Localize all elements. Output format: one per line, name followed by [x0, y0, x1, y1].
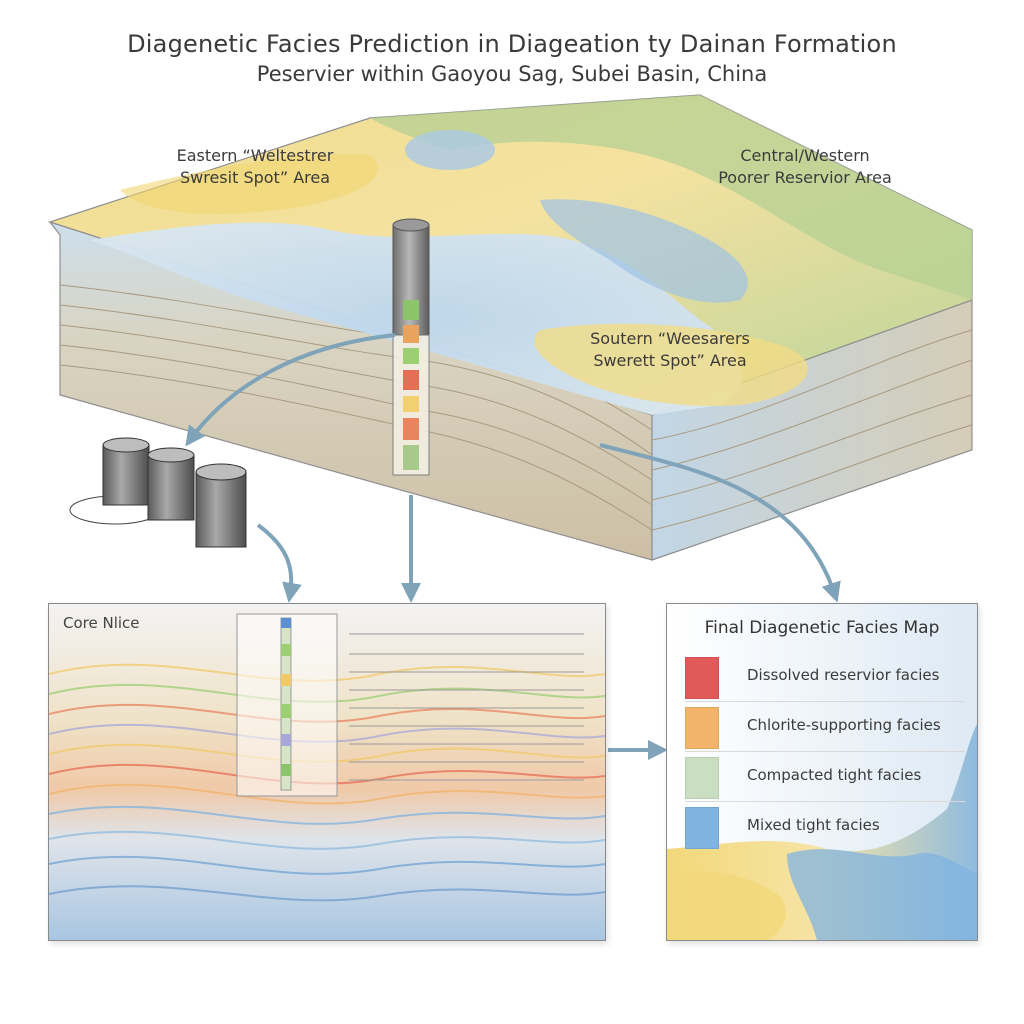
- diagram-subtitle: Peservier within Gaoyou Sag, Subei Basin…: [256, 62, 768, 86]
- southern-sand-bar: [534, 323, 808, 406]
- central-label-line1: Central/Western: [740, 146, 870, 165]
- legend-label-chlorite: Chlorite-supporting facies: [747, 716, 941, 734]
- eastern-sweet-spot-label: Eastern “Weltestrer Swresit Spot” Area: [160, 145, 350, 189]
- well-log-bands: [403, 300, 419, 470]
- legend-label-dissolved: Dissolved reservior facies: [747, 666, 940, 684]
- central-western-label: Central/Western Poorer Reservior Area: [700, 145, 910, 189]
- legend-item-dissolved: Dissolved reservior facies: [685, 652, 965, 702]
- eastern-sand-zone: [120, 154, 378, 214]
- legend-swatch-dissolved: [685, 657, 719, 699]
- legend-item-chlorite: Chlorite-supporting facies: [685, 702, 965, 752]
- eastern-label-line2: Swresit Spot” Area: [179, 168, 331, 187]
- legend-label-compacted: Compacted tight facies: [747, 766, 922, 784]
- vegetation-zone: [370, 95, 972, 300]
- core-slice-strata: [49, 604, 605, 940]
- southern-label-line1: Soutern “Weesarers: [590, 329, 750, 348]
- central-label-line2: Poorer Reservior Area: [718, 168, 892, 187]
- legend-swatch-compacted: [685, 757, 719, 799]
- pond: [405, 130, 495, 170]
- wellbore: [392, 218, 430, 476]
- facies-legend: Dissolved reservior facies Chlorite-supp…: [685, 652, 965, 851]
- facies-map-panel: Final Diagenetic Facies Map Dissolved re…: [666, 603, 978, 941]
- diagram-title: Diagenetic Facies Prediction in Diageati…: [127, 30, 897, 58]
- data-table-lines: [349, 633, 584, 781]
- core-samples: [69, 437, 247, 548]
- legend-label-mixed: Mixed tight facies: [747, 816, 880, 834]
- map-panel-title: Final Diagenetic Facies Map: [704, 618, 940, 638]
- core-slice-panel: Core Nlice: [48, 603, 606, 941]
- legend-swatch-mixed: [685, 807, 719, 849]
- eastern-label-line1: Eastern “Weltestrer: [176, 146, 334, 165]
- southern-label-line2: Swerett Spot” Area: [593, 351, 747, 370]
- arrow-cores-to-panel: [256, 523, 302, 603]
- inner-lake: [540, 199, 748, 303]
- legend-item-compacted: Compacted tight facies: [685, 752, 965, 802]
- arrow-well-to-cores: [185, 333, 396, 447]
- flow-arrows: [185, 333, 841, 760]
- legend-item-mixed: Mixed tight facies: [685, 802, 965, 851]
- arrow-block-to-map: [599, 443, 841, 603]
- core-panel-title: Core Nlice: [63, 614, 140, 632]
- legend-swatch-chlorite: [685, 707, 719, 749]
- southern-sweet-spot-label: Soutern “Weesarers Swerett Spot” Area: [575, 328, 765, 372]
- core-log-column: [236, 613, 338, 797]
